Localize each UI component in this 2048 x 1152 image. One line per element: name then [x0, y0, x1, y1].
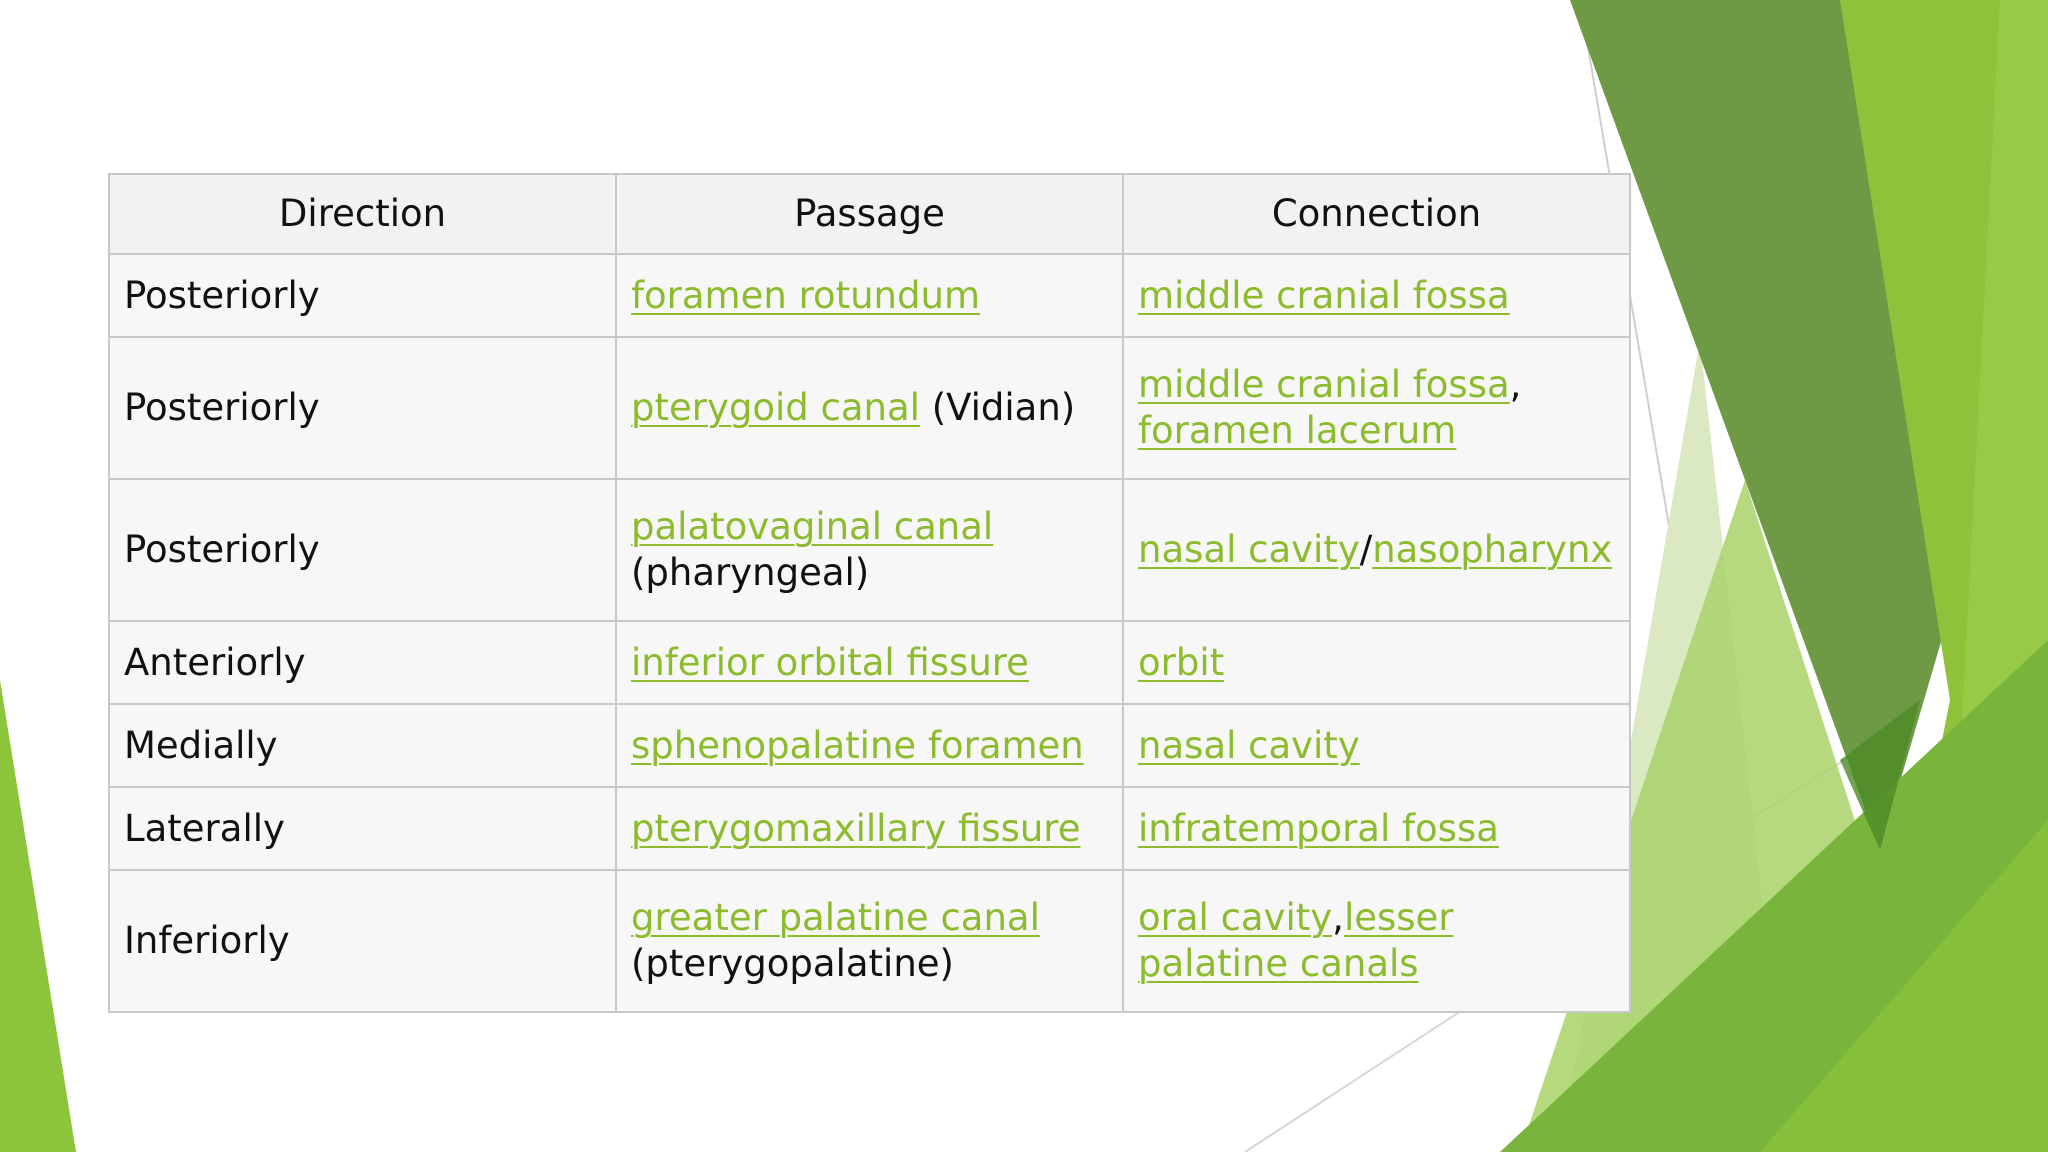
cell-direction: Posteriorly [108, 253, 617, 338]
connection-link[interactable]: middle cranial fossa [1138, 363, 1510, 406]
connection-link[interactable]: nasopharynx [1372, 528, 1613, 571]
cell-connection: nasal cavity [1122, 703, 1631, 788]
passage-link[interactable]: pterygomaxillary fissure [631, 806, 1081, 850]
passage-note: (pharyngeal) [631, 551, 870, 594]
passage-link[interactable]: foramen rotundum [631, 273, 980, 317]
cell-passage: palatovaginal canal (pharyngeal) [615, 478, 1124, 622]
cell-direction: Anteriorly [108, 620, 617, 705]
connection-link[interactable]: oral cavity [1138, 896, 1333, 939]
cell-passage: inferior orbital fissure [615, 620, 1124, 705]
cell-direction: Posteriorly [108, 336, 617, 480]
cell-connection: infratemporal fossa [1122, 786, 1631, 871]
passage-note: (Vidian) [919, 386, 1076, 429]
cell-passage: pterygoid canal (Vidian) [615, 336, 1124, 480]
table-row: Medially sphenopalatine foramen nasal ca… [108, 703, 1631, 788]
passage-link[interactable]: sphenopalatine foramen [631, 723, 1084, 767]
bottom-green-shape-2 [1760, 820, 2048, 1152]
table-header-row: Direction Passage Connection [108, 173, 1631, 255]
cell-direction: Posteriorly [108, 478, 617, 622]
cell-direction: Laterally [108, 786, 617, 871]
left-green-shape [0, 680, 76, 1152]
bright-green-overlay [1960, 0, 2048, 760]
connection-separator: , [1509, 363, 1522, 406]
cell-connection: oral cavity,lesser palatine canals [1122, 869, 1631, 1013]
connection-link[interactable]: infratemporal fossa [1138, 806, 1499, 850]
cell-direction: Medially [108, 703, 617, 788]
cell-connection: middle cranial fossa, foramen lacerum [1122, 336, 1631, 480]
passage-note: (pterygopalatine) [631, 942, 954, 985]
passage-link[interactable]: palatovaginal canal [631, 505, 994, 548]
cell-passage: foramen rotundum [615, 253, 1124, 338]
cell-passage: greater palatine canal (pterygopalatine) [615, 869, 1124, 1013]
connection-link[interactable]: nasal cavity [1138, 723, 1360, 767]
passage-link[interactable]: pterygoid canal [631, 386, 920, 429]
passage-table-container: Direction Passage Connection Posteriorly… [108, 173, 1631, 1013]
passage-link[interactable]: inferior orbital fissure [631, 640, 1029, 684]
cell-connection: middle cranial fossa [1122, 253, 1631, 338]
connection-link[interactable]: middle cranial fossa [1138, 273, 1510, 317]
table-body: Posteriorly foramen rotundum middle cran… [108, 253, 1631, 1013]
table-row: Posteriorly palatovaginal canal (pharyng… [108, 478, 1631, 622]
passage-link[interactable]: greater palatine canal [631, 896, 1040, 939]
header-passage: Passage [615, 173, 1124, 255]
header-connection: Connection [1122, 173, 1631, 255]
cell-passage: sphenopalatine foramen [615, 703, 1124, 788]
connection-link[interactable]: foramen lacerum [1138, 409, 1457, 452]
deep-green-accent [1840, 700, 1920, 850]
table-row: Laterally pterygomaxillary fissure infra… [108, 786, 1631, 871]
table-row: Inferiorly greater palatine canal (ptery… [108, 869, 1631, 1013]
cell-passage: pterygomaxillary fissure [615, 786, 1124, 871]
connection-separator: / [1359, 528, 1373, 571]
connection-link[interactable]: lesser palatine canals [1138, 896, 1454, 985]
cell-connection: orbit [1122, 620, 1631, 705]
connection-link[interactable]: orbit [1138, 640, 1225, 684]
cell-direction: Inferiorly [108, 869, 617, 1013]
header-direction: Direction [108, 173, 617, 255]
passage-table: Direction Passage Connection Posteriorly… [108, 173, 1631, 1013]
connection-separator: , [1332, 896, 1344, 939]
dark-green-shape [1570, 0, 1965, 850]
table-row: Posteriorly pterygoid canal (Vidian) mid… [108, 336, 1631, 480]
cell-connection: nasal cavity/nasopharynx [1122, 478, 1631, 622]
table-row: Anteriorly inferior orbital fissure orbi… [108, 620, 1631, 705]
connection-link[interactable]: nasal cavity [1138, 528, 1360, 571]
table-row: Posteriorly foramen rotundum middle cran… [108, 253, 1631, 338]
